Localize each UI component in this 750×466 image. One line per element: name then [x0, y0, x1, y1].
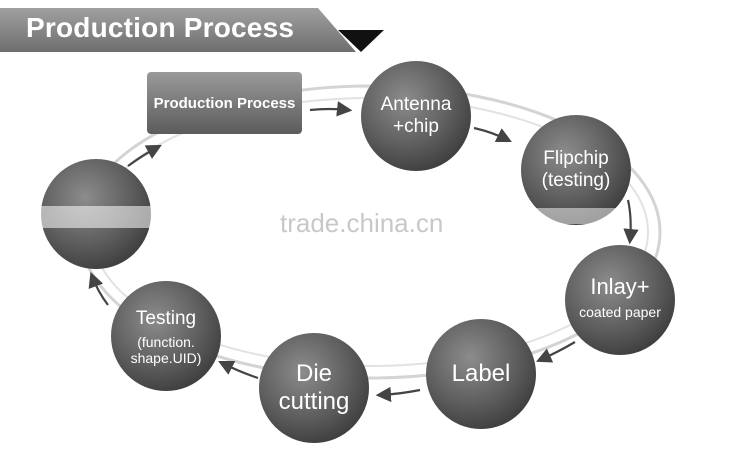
node-testing — [111, 281, 221, 391]
arrow-testing-to-blank — [88, 271, 109, 306]
node-flipchip — [521, 115, 631, 225]
header-banner — [0, 8, 356, 52]
start-box — [147, 72, 302, 134]
blank-blur-band — [40, 206, 152, 228]
node-label — [426, 319, 536, 429]
arrow-antenna-to-flipchip — [473, 126, 512, 142]
step-label-antenna: Antenna +chip — [380, 94, 452, 137]
start-box-label: Production Process — [153, 94, 296, 112]
header-title: Production Process — [26, 12, 295, 43]
step-label-inlay: Inlay+ — [590, 274, 650, 300]
step-sublabel-testing: (function. shape.UID) — [130, 333, 202, 366]
step-label-flipchip: Flipchip (testing) — [541, 148, 611, 191]
step-sublabel-inlay: coated paper — [579, 303, 661, 320]
flow-arrows — [88, 101, 639, 403]
arrow-label-to-diecut — [375, 386, 421, 403]
step-label-testing: Testing — [135, 308, 197, 330]
header-triangle — [338, 30, 384, 52]
node-diecut — [259, 333, 369, 443]
node-antenna — [361, 61, 471, 171]
arrow-blank-to-box — [127, 144, 162, 167]
step-label-label: Label — [451, 360, 511, 388]
arrow-flipchip-to-inlay — [623, 199, 639, 245]
arrow-diecut-to-testing — [218, 361, 259, 380]
arrow-box-to-antenna — [309, 101, 353, 117]
node-inlay — [565, 245, 675, 355]
step-label-diecut: Die cutting — [278, 360, 350, 415]
watermark-text: trade.china.cn — [280, 208, 444, 238]
flipchip-blur-band — [532, 208, 622, 224]
arrow-inlay-to-label — [535, 341, 576, 363]
